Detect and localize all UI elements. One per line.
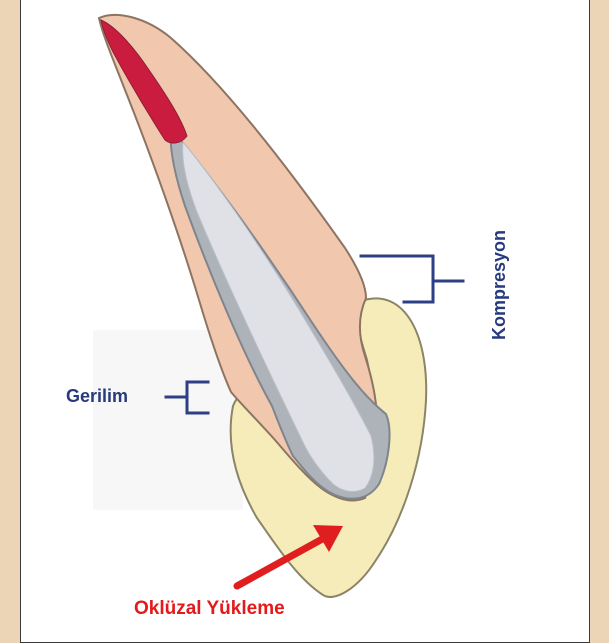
tension-label: Gerilim <box>66 386 128 407</box>
compression-bracket <box>361 256 433 302</box>
compression-label: Kompresyon <box>489 210 511 360</box>
occlusal-load-label: Oklüzal Yükleme <box>134 598 285 620</box>
